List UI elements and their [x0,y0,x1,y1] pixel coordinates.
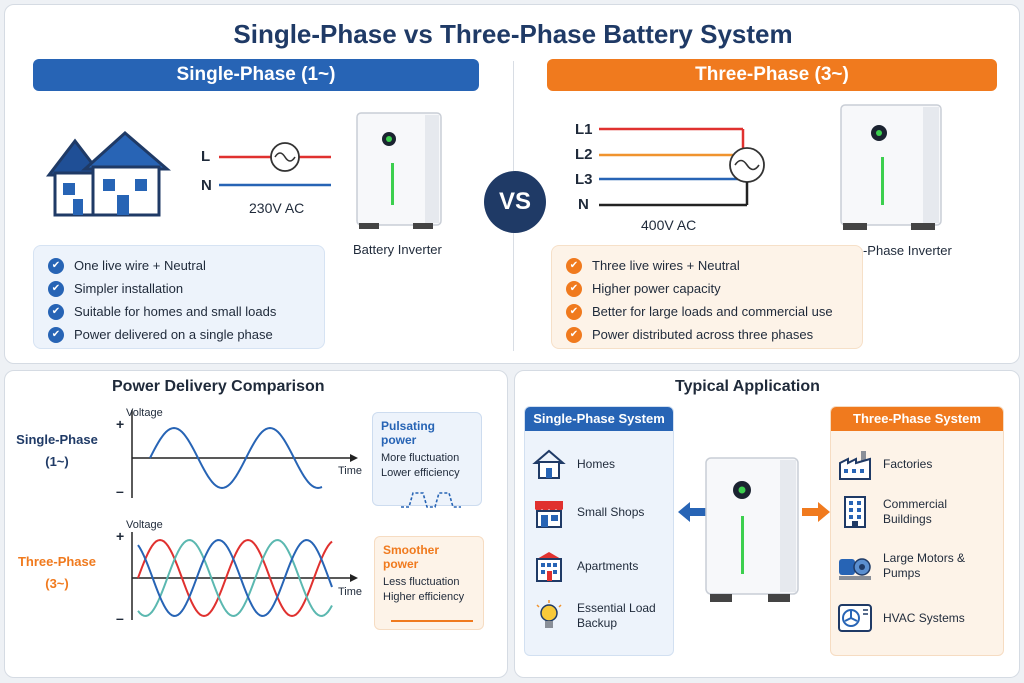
apartment-icon [536,552,562,582]
page-title: Single-Phase vs Three-Phase Battery Syst… [233,19,793,49]
three-phase-waveform [131,532,358,620]
wire-label-n: N [578,196,589,213]
three-phase-features: ✔Three live wires + Neutral ✔Higher powe… [551,245,863,349]
app-item-factories: Factories [837,447,999,481]
pulse-title: Pulsating power [381,419,436,447]
arrow-left-icon [678,502,706,522]
app-item-homes: Homes [531,447,663,481]
check-icon: ✔ [48,280,64,297]
building-icon [844,496,866,528]
three-phase-label: Three-Phase [17,554,97,569]
feature-item: ✔Simpler installation [48,277,312,300]
arrow-right-icon [802,502,830,522]
smoother-power-box: Smoother power Less fluctuation Higher e… [374,536,484,630]
check-icon: ✔ [566,326,582,343]
feature-item: ✔Higher power capacity [566,277,850,300]
wire-label-l3: L3 [575,171,593,188]
app-item-hvac: HVAC Systems [837,601,999,635]
house-icon [45,131,171,217]
wire-label-l1: L1 [575,121,593,138]
single-voltage: 230V AC [249,200,305,216]
plus-sign: + [116,528,125,544]
smooth-line: Higher efficiency [383,591,465,603]
check-icon: ✔ [566,280,582,297]
app-item-essential-backup: Essential Load Backup [531,599,663,633]
time-axis-label: Time [338,586,363,598]
check-icon: ✔ [48,326,64,343]
single-phase-label: Single-Phase [16,432,98,447]
single-phase-system-list: Single-Phase System Homes Small Shops Ap… [524,406,674,656]
pulse-wave-icon [401,492,461,508]
three-system-header: Three-Phase System [831,407,1003,431]
battery-inverter-label: Battery Inverter [353,242,442,257]
plus-sign: + [116,416,125,432]
check-icon: ✔ [48,303,64,320]
feature-item: ✔One live wire + Neutral [48,254,312,277]
feature-item: ✔Power delivered on a single phase [48,323,312,346]
check-icon: ✔ [566,303,582,320]
pulse-line: More fluctuation [381,452,460,464]
single-system-header: Single-Phase System [525,407,673,431]
voltage-axis-label: Voltage [126,407,163,419]
smooth-title: Smoother power [383,543,440,571]
three-phase-wiring [599,127,765,207]
time-axis-label: Time [338,465,363,477]
flat-line-icon [391,620,473,622]
battery-inverter-icon [356,112,442,229]
feature-item: ✔Suitable for homes and small loads [48,300,312,323]
three-phase-sub: (3~) [45,576,69,591]
app-item-shops: Small Shops [531,495,663,529]
feature-item: ✔Power distributed across three phases [566,323,850,346]
app-item-commercial-buildings: Commercial Buildings [837,495,999,529]
application-title: Typical Application [675,378,820,395]
feature-item: ✔Better for large loads and commercial u… [566,300,850,323]
home-icon [532,449,566,479]
center-inverter-icon [705,457,799,602]
voltage-axis-label: Voltage [126,519,163,531]
app-item-apartments: Apartments [531,549,663,583]
power-delivery-title: Power Delivery Comparison [112,378,325,395]
lightbulb-icon [536,600,562,628]
pulse-line: Lower efficiency [381,467,460,479]
three-phase-system-list: Three-Phase System Factories Commercial … [830,406,1004,656]
wire-label-n: N [201,177,212,194]
factory-icon [839,451,871,480]
feature-item: ✔Three live wires + Neutral [566,254,850,277]
check-icon: ✔ [48,257,64,274]
comparison-panel: Single-Phase vs Three-Phase Battery Syst… [4,4,1020,364]
three-voltage: 400V AC [641,217,697,233]
motor-pump-icon [839,558,871,580]
minus-sign: – [116,483,124,499]
vs-badge: VS [484,171,546,233]
smooth-line: Less fluctuation [383,576,460,588]
three-phase-inverter-icon [840,104,942,230]
single-phase-sub: (1~) [45,454,69,469]
wire-label-l: L [201,148,211,165]
shop-icon [535,501,563,528]
pulsating-power-box: Pulsating power More fluctuation Lower e… [372,412,482,508]
single-phase-features: ✔One live wire + Neutral ✔Simpler instal… [33,245,325,349]
single-phase-banner: Single-Phase (1~) [33,59,479,91]
single-phase-waveform [131,410,358,498]
wire-label-l2: L2 [575,146,593,163]
hvac-icon [838,604,872,632]
check-icon: ✔ [566,257,582,274]
three-phase-banner: Three-Phase (3~) [547,59,997,91]
minus-sign: – [116,610,124,626]
single-phase-wiring [219,142,331,187]
app-item-motors-pumps: Large Motors & Pumps [837,549,999,583]
